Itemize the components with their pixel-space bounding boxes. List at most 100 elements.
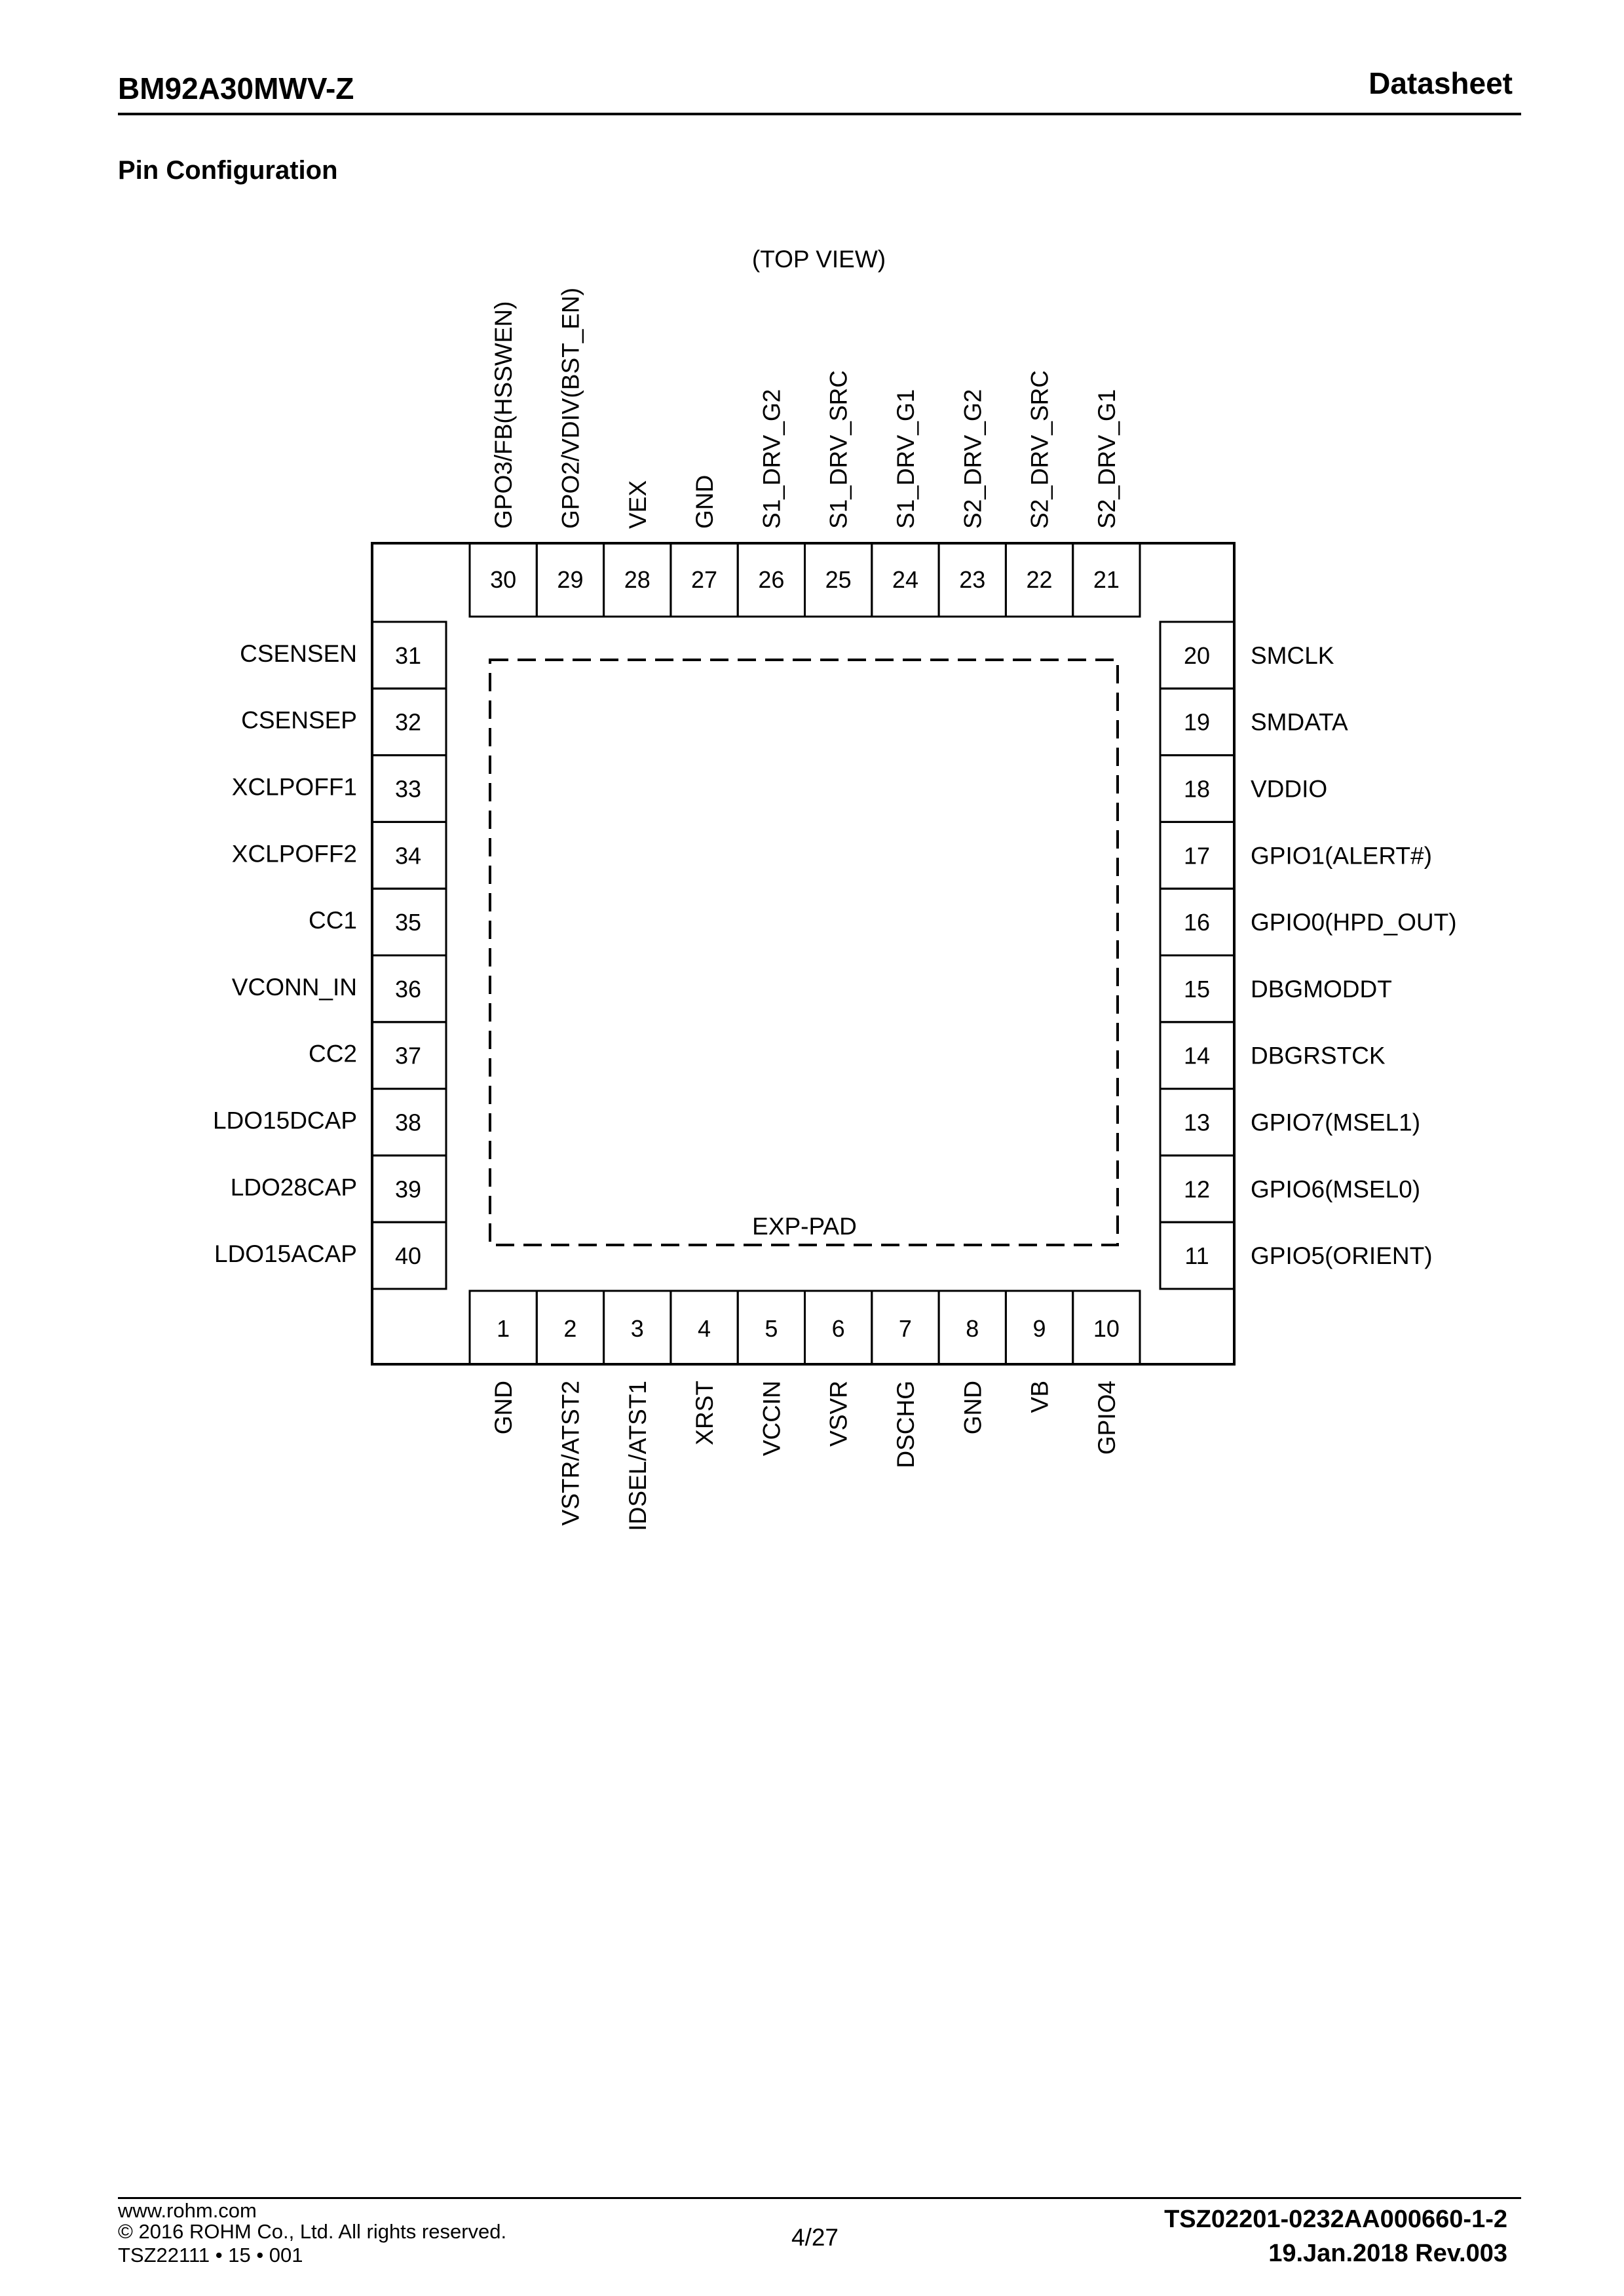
pin-number: 38: [395, 1109, 421, 1136]
section-title: Pin Configuration: [118, 156, 338, 185]
pin-name: LDO28CAP: [231, 1174, 357, 1200]
pin-name: XCLPOFF2: [232, 840, 357, 867]
pin-name: GND: [959, 1381, 986, 1434]
part-number: BM92A30MWV-Z: [118, 71, 354, 105]
footer-rule: [118, 2197, 1521, 2199]
pin-number: 22: [1027, 566, 1053, 593]
pin-name: GPIO6(MSEL0): [1251, 1176, 1420, 1202]
pin-name: VDDIO: [1251, 776, 1327, 803]
pin-number: 6: [832, 1315, 845, 1342]
pin-name: GPIO1(ALERT#): [1251, 842, 1432, 869]
pin-name: GPIO5(ORIENT): [1251, 1242, 1433, 1269]
pin-number: 26: [758, 566, 784, 593]
pin-name: XCLPOFF1: [232, 774, 357, 801]
pin-name: IDSEL/ATST1: [624, 1381, 651, 1531]
date-revision: 19.Jan.2018 Rev.003: [1268, 2240, 1507, 2267]
page-number: 4/27: [791, 2224, 839, 2251]
pin-name: GND: [691, 475, 718, 529]
pin-name: GPIO7(MSEL1): [1251, 1109, 1420, 1136]
pin-name: DBGRSTCK: [1251, 1043, 1386, 1069]
pin-number: 15: [1184, 976, 1210, 1003]
pin-name: VB: [1027, 1381, 1053, 1413]
pin-cell: [1159, 1221, 1236, 1290]
pin-number: 5: [765, 1315, 778, 1342]
pin-name: GPIO0(HPD_OUT): [1251, 909, 1457, 936]
pin-number: 37: [395, 1043, 421, 1069]
pin-number: 7: [899, 1315, 912, 1342]
pin-name: GPIO4: [1093, 1381, 1120, 1455]
view-label: (TOP VIEW): [752, 246, 886, 273]
exp-pad-outline: [489, 659, 1119, 1246]
pin-name: S1_DRV_G2: [758, 389, 785, 529]
pin-name: CSENSEP: [241, 707, 357, 734]
pin-name: VSVR: [825, 1381, 852, 1447]
pin-number: 24: [892, 566, 918, 593]
pin-number: 35: [395, 909, 421, 936]
pin-number: 20: [1184, 642, 1210, 669]
pin-name: GPO2/VDIV(BST_EN): [557, 288, 584, 529]
pin-number: 2: [563, 1315, 576, 1342]
pin-number: 28: [624, 566, 651, 593]
pin-number: 17: [1184, 842, 1210, 869]
pin-name: GPO3/FB(HSSWEN): [490, 301, 517, 529]
pin-name: S2_DRV_SRC: [1027, 370, 1053, 529]
pin-number: 3: [631, 1315, 644, 1342]
pin-number: 32: [395, 709, 421, 736]
pin-number: 4: [698, 1315, 711, 1342]
pin-number: 21: [1093, 566, 1120, 593]
pin-cell: [1072, 1290, 1141, 1366]
pin-name: S1_DRV_SRC: [825, 370, 852, 529]
footer-website[interactable]: www.rohm.com: [118, 2199, 257, 2222]
pin-number: 29: [557, 566, 583, 593]
pin-name: LDO15DCAP: [213, 1107, 357, 1134]
pin-number: 10: [1093, 1315, 1120, 1342]
pin-name: VCONN_IN: [232, 974, 357, 1001]
pin-number: 8: [966, 1315, 979, 1342]
pin-number: 19: [1184, 709, 1210, 736]
pin-name: SMCLK: [1251, 642, 1334, 669]
pin-name: S2_DRV_G2: [959, 389, 986, 529]
pin-cell: [371, 1221, 447, 1290]
pin-number: 36: [395, 976, 421, 1003]
pin-number: 25: [825, 566, 852, 593]
pin-number: 14: [1184, 1043, 1210, 1069]
pin-number: 12: [1184, 1176, 1210, 1202]
pin-name: LDO15ACAP: [214, 1240, 357, 1267]
pin-number: 31: [395, 642, 421, 669]
pin-name: GND: [490, 1381, 517, 1434]
pin-number: 9: [1033, 1315, 1046, 1342]
pin-number: 30: [490, 566, 516, 593]
doc-type: Datasheet: [1369, 66, 1513, 100]
pin-number: 18: [1184, 776, 1210, 803]
pin-name: SMDATA: [1251, 709, 1348, 736]
pin-name: S2_DRV_G1: [1093, 389, 1120, 529]
package-outline: [371, 542, 1236, 1366]
pin-name: XRST: [691, 1381, 718, 1445]
pin-name: DBGMODDT: [1251, 976, 1392, 1003]
pin-name: VSTR/ATST2: [557, 1381, 584, 1525]
pin-number: 39: [395, 1176, 421, 1202]
footer-copyright: © 2016 ROHM Co., Ltd. All rights reserve…: [118, 2220, 507, 2243]
exp-pad-label: EXP-PAD: [752, 1213, 857, 1240]
pin-number: 33: [395, 776, 421, 803]
pin-number: 1: [497, 1315, 510, 1342]
pin-number: 27: [691, 566, 717, 593]
pin-name: DSCHG: [892, 1381, 919, 1468]
pin-number: 40: [395, 1242, 421, 1269]
footer-form-code: TSZ22111 • 15 • 001: [118, 2244, 303, 2267]
doc-number: TSZ02201-0232AA000660-1-2: [1164, 2206, 1507, 2233]
pin-number: 23: [959, 566, 985, 593]
pin-number: 13: [1184, 1109, 1210, 1136]
pin-name: VCCIN: [758, 1381, 785, 1456]
pin-name: CSENSEN: [240, 640, 357, 667]
header-rule: [118, 113, 1521, 115]
pin-number: 16: [1184, 909, 1210, 936]
pin-name: CC2: [309, 1041, 357, 1067]
pin-number: 34: [395, 842, 421, 869]
pin-name: CC1: [309, 907, 357, 934]
pin-cell: [1072, 542, 1141, 618]
pin-number: 11: [1184, 1242, 1209, 1269]
pin-name: VEX: [624, 480, 651, 529]
